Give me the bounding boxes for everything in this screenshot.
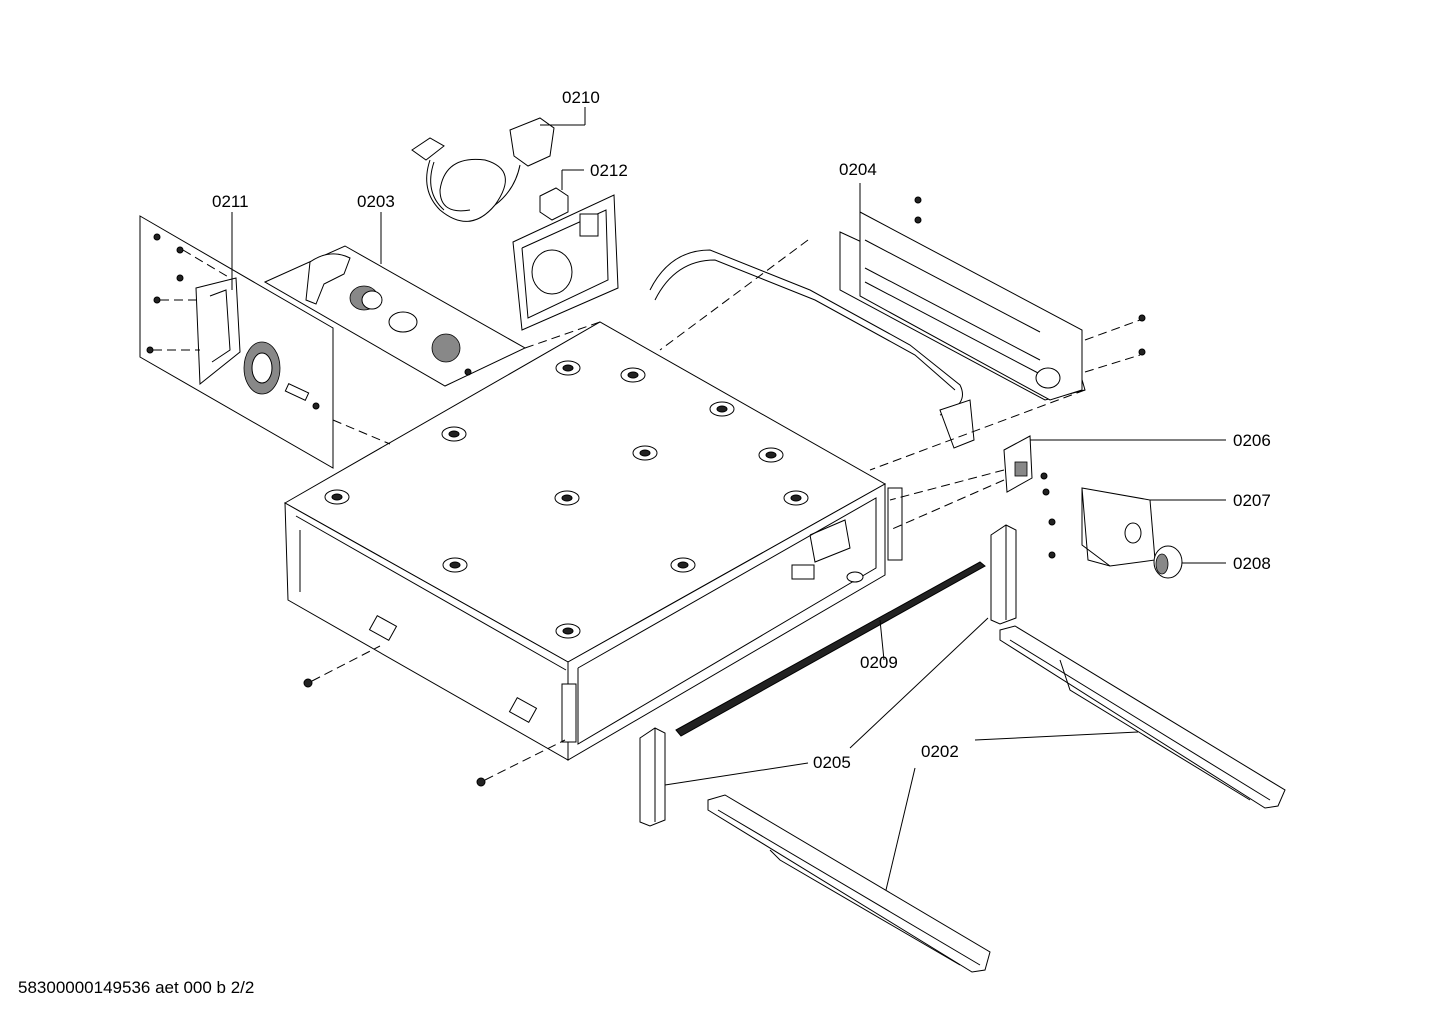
part-0204-heater-assembly [649, 183, 1146, 471]
label-0206: 0206 [1233, 431, 1271, 450]
label-0205: 0205 [813, 753, 851, 772]
part-0205-spacers [639, 524, 1017, 827]
label-0204: 0204 [839, 160, 877, 179]
part-0203-motor-assembly [263, 212, 601, 387]
part-0210-power-cable [411, 107, 586, 222]
label-0208: 0208 [1233, 554, 1271, 573]
part-0206-control-module [889, 435, 1226, 531]
label-0211: 0211 [212, 192, 249, 211]
label-0212: 0212 [590, 161, 628, 180]
part-0207-bracket [1048, 487, 1226, 567]
part-labels: 0210 0212 0204 0211 0203 0206 0207 0208 … [212, 88, 1271, 772]
part-0208-knob [1153, 545, 1226, 579]
label-0209: 0209 [860, 653, 898, 672]
part-0212-switch [512, 169, 619, 331]
part-0211-fan-assembly [139, 212, 391, 469]
label-0207: 0207 [1233, 491, 1271, 510]
label-0202: 0202 [921, 742, 959, 761]
label-0203: 0203 [357, 192, 395, 211]
label-0210: 0210 [562, 88, 600, 107]
drawer-housing [283, 321, 903, 787]
housing-feet [324, 360, 809, 639]
part-0202-rails [707, 625, 1286, 973]
part-0209-seal-strip [675, 561, 986, 737]
drawing-number-footer: 58300000149536 aet 000 b 2/2 [18, 978, 255, 997]
